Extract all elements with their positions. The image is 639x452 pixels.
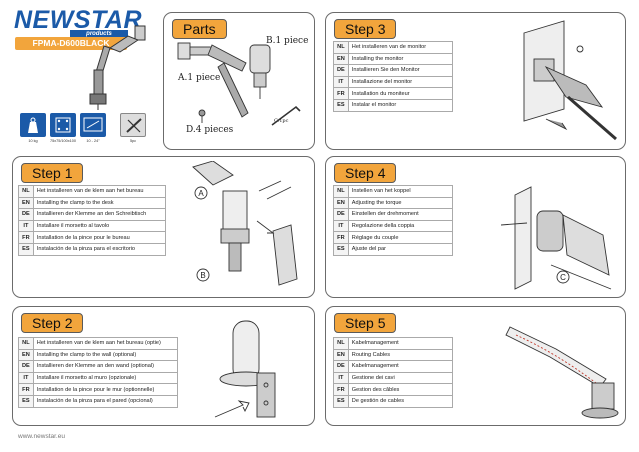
tools-icon [120,113,146,137]
step4-illustration: C [500,186,612,290]
callout-c: C [560,273,566,282]
spec-label-tools: 5pc [129,139,137,143]
brand-subtitle: products [70,30,128,38]
callout-b: B [200,271,205,280]
step1-illustration: A B [192,161,298,286]
part-label-d: D.4 pieces [186,125,234,135]
step4-title: Step 4 [334,163,397,183]
model-badge: FPMA-D600BLACK [15,37,127,50]
brand-logo: NEWSTAR [14,6,143,34]
spec-label-vesa: 75x75/100x100 [50,139,76,143]
spec-label-weight: 10 kg [28,139,38,143]
step3-title: Step 3 [334,19,397,39]
step1-title: Step 1 [21,163,84,183]
part-label-a: A.1 piece [178,73,221,83]
step5-illustration [505,326,619,419]
step3-illustration [523,20,617,141]
parts-illustration [177,42,301,126]
weight-icon [20,113,46,137]
spec-label-screen: 10 - 24" [86,139,100,143]
step2-illustration [214,320,276,418]
screen-size-icon [80,113,106,137]
product-illustration [89,25,146,110]
step2-title: Step 2 [21,313,84,333]
part-label-c: C.1pc [274,118,289,124]
callout-a: A [198,189,204,198]
part-label-b: B.1 piece [266,36,309,46]
vesa-icon [50,113,76,137]
parts-panel: Parts A.1 piece B.1 piece C.1pc D.4 piec… [163,12,315,150]
footer-url[interactable]: www.newstar.eu [18,433,65,440]
parts-title: Parts [172,19,227,39]
step5-title: Step 5 [334,313,397,333]
